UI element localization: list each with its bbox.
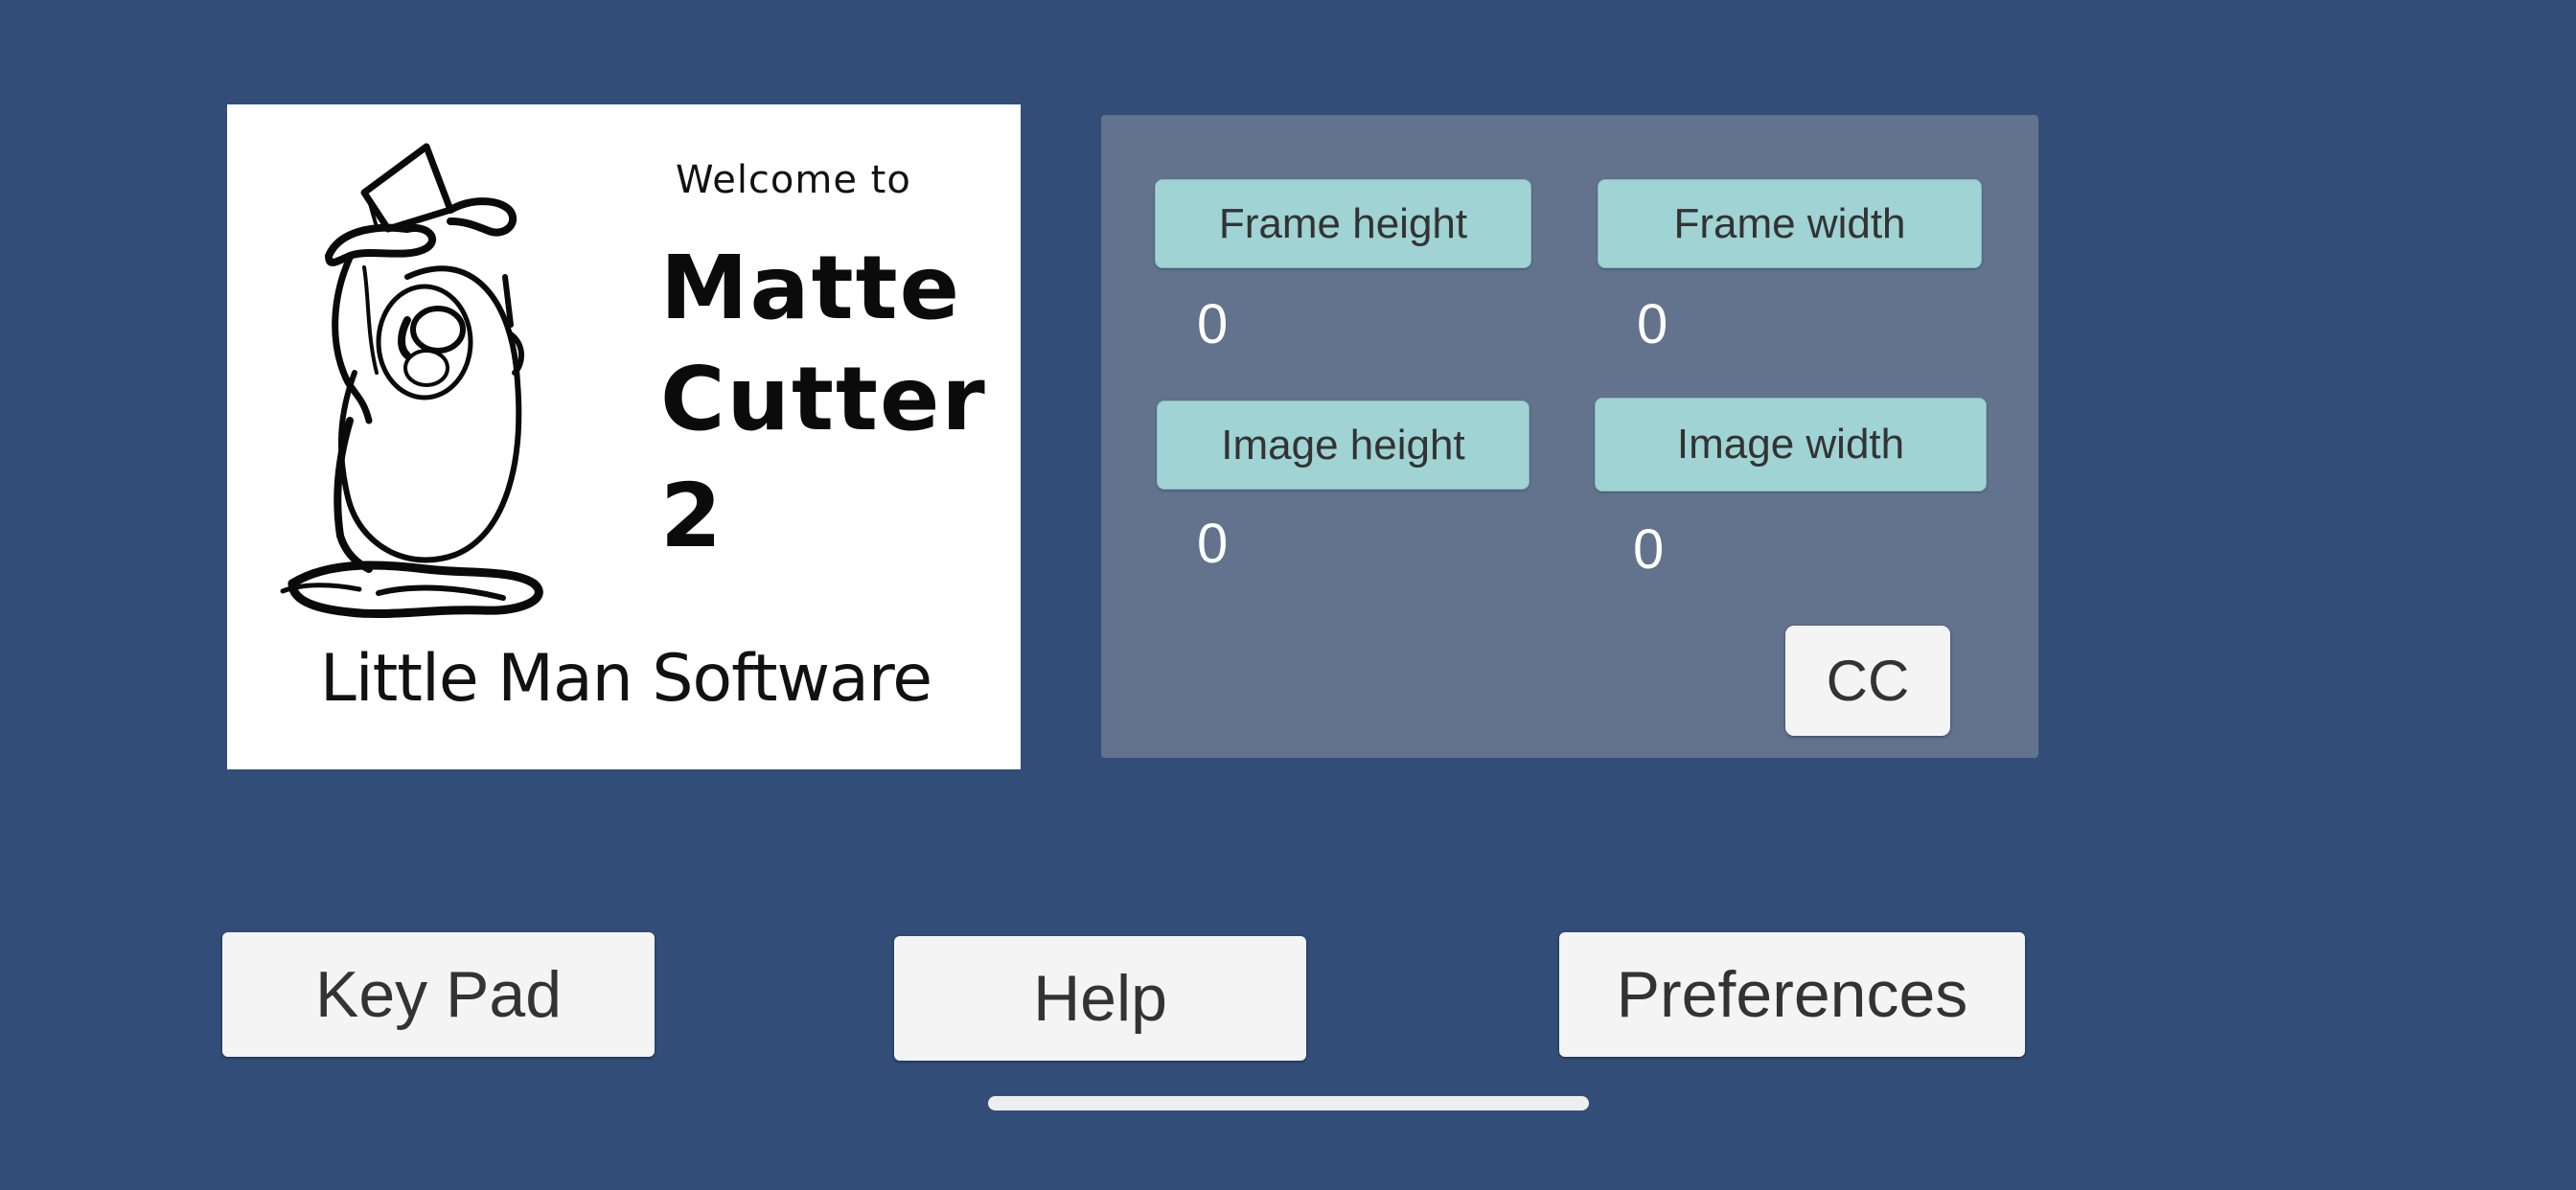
cc-button[interactable]: CC [1785, 626, 1950, 736]
preferences-button[interactable]: Preferences [1559, 932, 2025, 1057]
welcome-logo: Welcome to Matte Cutter 2 Little Man Sof… [227, 104, 1021, 769]
frame-width-value: 0 [1637, 293, 1668, 355]
logo-title-line-2: Cutter [660, 348, 987, 450]
logo-title-line-1: Matte [660, 237, 961, 339]
image-width-button[interactable]: Image width [1595, 398, 1987, 492]
help-button[interactable]: Help [894, 936, 1306, 1061]
image-height-button[interactable]: Image height [1157, 400, 1530, 490]
frame-height-button[interactable]: Frame height [1155, 179, 1531, 268]
keypad-button[interactable]: Key Pad [222, 932, 655, 1057]
mascot-icon [280, 143, 543, 619]
home-indicator-bar[interactable] [988, 1096, 1589, 1110]
logo-welcome-text: Welcome to [676, 158, 911, 202]
logo-company-name: Little Man Software [319, 641, 932, 717]
image-height-value: 0 [1197, 513, 1229, 575]
frame-height-value: 0 [1197, 293, 1229, 355]
dimensions-panel: Frame height 0 Frame width 0 Image heigh… [1101, 115, 2038, 758]
frame-width-button[interactable]: Frame width [1598, 179, 1982, 268]
logo-title-line-3: 2 [660, 465, 724, 567]
image-width-value: 0 [1633, 518, 1665, 581]
